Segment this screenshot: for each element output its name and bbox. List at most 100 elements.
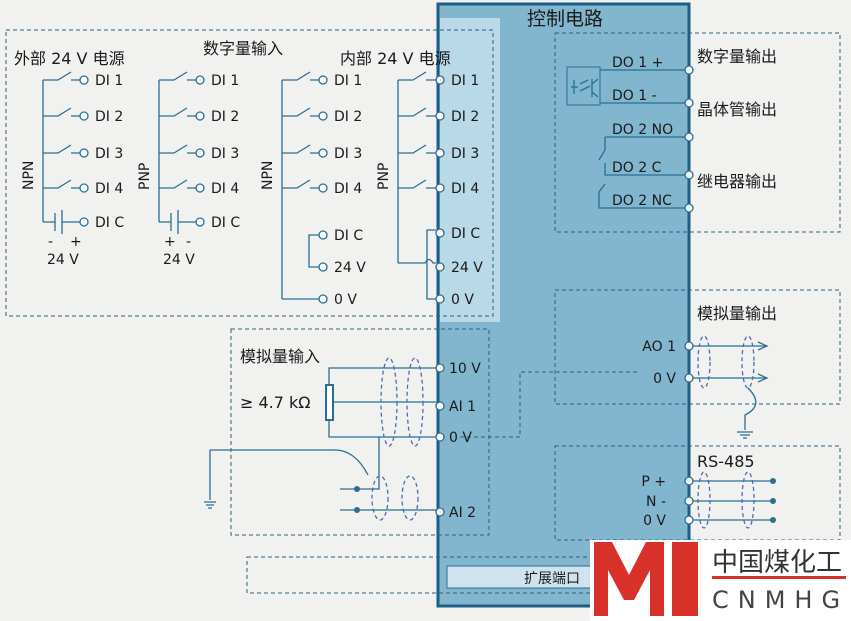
di-label: DI 1 [451, 73, 479, 89]
di-label: DI 3 [211, 146, 239, 162]
di-label: DI 3 [451, 146, 479, 162]
terminal-di3[interactable] [79, 148, 89, 158]
terminal-di2[interactable] [195, 111, 205, 121]
terminal-di4[interactable] [318, 183, 328, 193]
do-terminal-label: DO 2 NO [612, 122, 673, 138]
v24-label: 24 V [334, 260, 366, 276]
terminal-di2[interactable] [318, 111, 328, 121]
terminal-ao-0[interactable] [684, 341, 694, 351]
cnmhg-logo: 中国煤化工 CNMHG [590, 540, 851, 621]
terminal-di1[interactable] [318, 75, 328, 85]
di-label: DI 2 [451, 109, 479, 125]
polarity: - [48, 234, 53, 250]
v24-label: 24 V [451, 260, 483, 276]
switch [43, 144, 80, 154]
terminal-dic[interactable] [435, 228, 445, 238]
terminal-di2[interactable] [435, 111, 445, 121]
dic-label: DI C [334, 228, 363, 244]
rs485-heading: RS-485 [697, 452, 755, 471]
expansion-label: 扩展端口 [524, 571, 580, 587]
npn-label: NPN [21, 161, 37, 190]
rs485-wiring [689, 471, 776, 529]
terminal-v24[interactable] [435, 262, 445, 272]
ext-power-label: 外部 24 V 电源 [14, 49, 125, 68]
terminal-rs-0[interactable] [684, 476, 694, 486]
analog-output-wiring [689, 335, 769, 439]
terminal-v24[interactable] [318, 262, 328, 272]
rs485-terminal-label: 0 V [643, 513, 666, 529]
terminal-di1[interactable] [79, 75, 89, 85]
analog-input-box [230, 328, 490, 536]
di-label: DI 1 [334, 73, 362, 89]
digital-output-box [554, 32, 841, 233]
pnp-label: PNP [376, 163, 392, 190]
resistance-label: ≥ 4.7 kΩ [240, 393, 311, 412]
terminal-di3[interactable] [435, 148, 445, 158]
do-terminal-label: DO 2 C [612, 160, 662, 176]
supply-24v-label: 24 V [47, 252, 79, 268]
digital-output-wiring [566, 66, 689, 209]
terminal-dic[interactable] [79, 217, 89, 227]
terminal-do-0[interactable] [684, 65, 694, 75]
digital-input-box [5, 29, 494, 317]
terminal-di3[interactable] [318, 148, 328, 158]
digital-input-circuits: DI 1 DI 2 DI 3 DI 4 NPN DI C - +24 V DI 1 DI 2 DI … [21, 71, 483, 308]
transistor-output-label: 晶体管输出 [697, 100, 777, 119]
pnp-label: PNP [137, 163, 153, 190]
logo-sub: CNMHG [712, 586, 849, 614]
di-label: DI 1 [95, 73, 123, 89]
terminal-do-3[interactable] [684, 170, 694, 180]
terminal-v0[interactable] [435, 294, 445, 304]
switch [159, 144, 196, 154]
terminal-di4[interactable] [435, 183, 445, 193]
polarity: + [70, 234, 82, 250]
switch [282, 107, 319, 117]
dic-label: DI C [95, 215, 124, 231]
terminal-di2[interactable] [79, 111, 89, 121]
switch [398, 144, 436, 154]
v0-label: 0 V [451, 292, 474, 308]
switch [398, 107, 436, 117]
terminal-rs-2[interactable] [684, 515, 694, 525]
potentiometer [325, 384, 334, 421]
terminal-dic[interactable] [195, 217, 205, 227]
do-terminal-label: DO 1 + [612, 55, 663, 71]
terminal-ai-0[interactable] [435, 363, 445, 373]
di-label: DI 2 [211, 109, 239, 125]
terminal-ai-3[interactable] [435, 507, 445, 517]
terminal-dic[interactable] [318, 230, 328, 240]
terminal-do-2[interactable] [684, 132, 694, 142]
terminal-di1[interactable] [195, 75, 205, 85]
terminal-do-4[interactable] [684, 203, 694, 213]
analog-input-wiring [204, 357, 638, 521]
rs485-terminal-label: N - [646, 494, 666, 510]
di-label: DI 3 [95, 146, 123, 162]
terminal-di4[interactable] [79, 183, 89, 193]
terminal-ai-1[interactable] [435, 401, 445, 411]
battery [159, 210, 196, 234]
logo-name: 中国煤化工 [712, 548, 842, 578]
terminal-di4[interactable] [195, 183, 205, 193]
switch [398, 71, 436, 81]
dic-label: DI C [451, 226, 480, 242]
int-power-label: 内部 24 V 电源 [340, 49, 451, 68]
switch [398, 179, 436, 189]
terminal-rs-1[interactable] [684, 496, 694, 506]
terminal-v0[interactable] [318, 294, 328, 304]
digital-input-heading: 数字量输入 [203, 39, 283, 58]
terminal-ai-2[interactable] [435, 432, 445, 442]
switch [43, 107, 80, 117]
di-label: DI 4 [334, 181, 362, 197]
terminal-di1[interactable] [435, 75, 445, 85]
ai-terminal-label: AI 2 [449, 505, 476, 521]
terminal-do-1[interactable] [684, 98, 694, 108]
terminal-ao-1[interactable] [684, 373, 694, 383]
di-label: DI 3 [334, 146, 362, 162]
switch [282, 144, 319, 154]
terminal-di3[interactable] [195, 148, 205, 158]
digital-output-heading: 数字量输出 [697, 47, 777, 66]
analog-input-heading: 模拟量输入 [240, 347, 320, 366]
polarity: - [186, 234, 191, 250]
analog-output-heading: 模拟量输出 [697, 304, 777, 323]
